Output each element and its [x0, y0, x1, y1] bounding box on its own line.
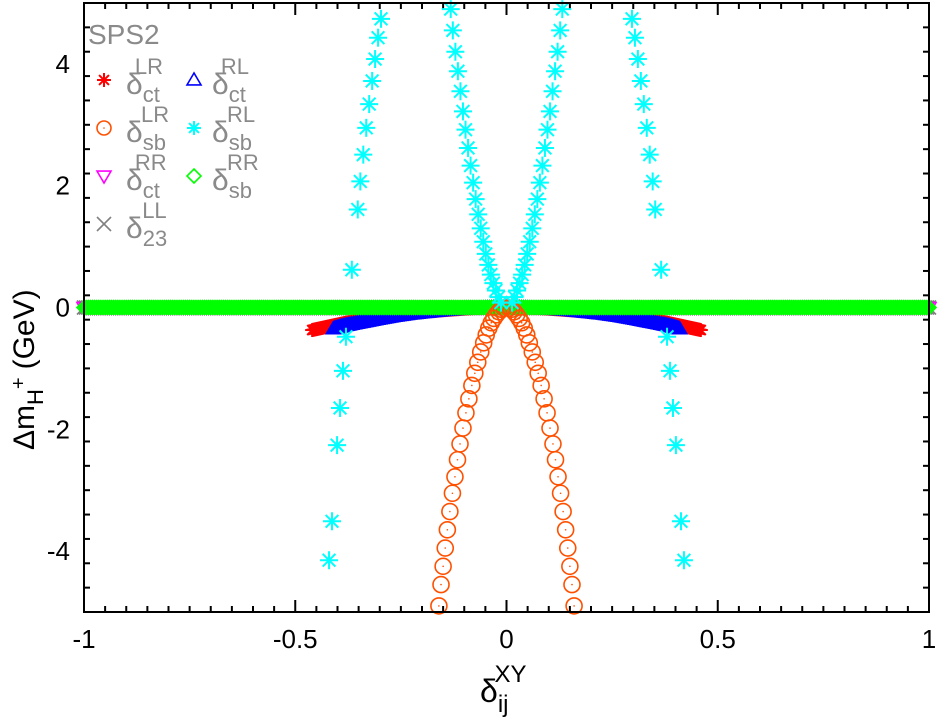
x-tick-label: -0.5 [273, 624, 318, 654]
plot-frame [83, 2, 930, 613]
data-points [75, 0, 937, 615]
tick-labels: -1 -0.5 0 0.5 1 -4 -2 0 2 4 [47, 49, 936, 654]
series--sb-RL [320, 0, 693, 570]
y-tick-label: 4 [56, 49, 70, 79]
series--sb-LR [430, 299, 583, 615]
y-axis-title: ΔmH+(GeV) [8, 289, 48, 450]
legend-label: δsbLR [126, 102, 169, 155]
y-tick-label: -2 [47, 414, 70, 444]
y-tick-label: 0 [56, 293, 70, 323]
x-tick-label: 0 [499, 624, 513, 654]
legend-label: δctRR [126, 150, 167, 203]
legend-item: δctRR [95, 150, 167, 203]
legend-item: δsbLR [96, 102, 169, 155]
y-tick-label: -4 [47, 536, 70, 566]
x-tick-label: 0.5 [700, 624, 736, 654]
x-axis-title: δijXY [480, 661, 527, 718]
legend-item: δ23LL [96, 198, 167, 251]
legend-item: δctRL [185, 54, 249, 107]
y-tick-label: 2 [56, 171, 70, 201]
legend-label: δsbRL [212, 102, 255, 155]
legend-item: δsbRL [187, 102, 255, 155]
legend-item: δsbRR [185, 150, 259, 203]
legend-item: δctLR [97, 54, 163, 107]
x-tick-label: -1 [72, 624, 95, 654]
legend-label: δ23LL [126, 198, 167, 251]
legend-title: SPS2 [88, 19, 160, 50]
legend-label: δctRL [212, 54, 249, 107]
legend-label: δctLR [126, 54, 163, 107]
legend-label: δsbRR [212, 150, 259, 203]
x-tick-label: 1 [922, 624, 936, 654]
